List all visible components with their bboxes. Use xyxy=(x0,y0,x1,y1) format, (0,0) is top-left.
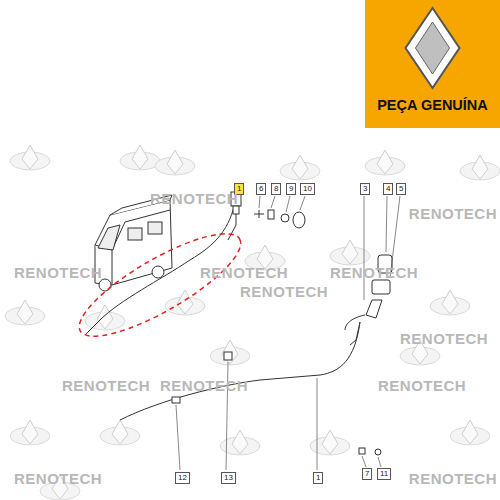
small-parts xyxy=(254,210,305,228)
banner-text: PEÇA GENUÍNA xyxy=(365,97,500,113)
callout-number: 6 xyxy=(256,183,266,195)
watermark-logos xyxy=(5,145,500,500)
watermark: RENOTECH xyxy=(330,264,418,281)
watermark: RENOTECH xyxy=(150,190,238,207)
callout-number: 8 xyxy=(271,183,281,195)
callout-number: 12 xyxy=(175,472,190,484)
watermark: RENOTECH xyxy=(378,377,466,394)
watermark: RENOTECH xyxy=(200,264,288,281)
callout-number: 4 xyxy=(383,183,393,195)
highlight-ring xyxy=(67,216,252,353)
callout-number: 7 xyxy=(362,468,372,480)
callout-number: 5 xyxy=(396,183,406,195)
callout-number: 11 xyxy=(377,468,391,480)
brand-banner: PEÇA GENUÍNA xyxy=(365,0,500,128)
callout-number: 9 xyxy=(286,183,296,195)
leader-lines xyxy=(176,196,400,470)
watermark: RENOTECH xyxy=(160,377,248,394)
callout-number: 13 xyxy=(221,472,236,484)
van-drawing xyxy=(95,195,172,291)
watermark: RENOTECH xyxy=(240,283,328,300)
bottom-clips xyxy=(172,352,381,455)
watermark: RENOTECH xyxy=(409,205,497,222)
watermark: RENOTECH xyxy=(400,330,488,347)
watermark: RENOTECH xyxy=(409,470,497,487)
watermark: RENOTECH xyxy=(14,264,102,281)
callout-number: 1 xyxy=(313,472,323,484)
callout-number: 10 xyxy=(300,183,315,195)
watermark: RENOTECH xyxy=(14,470,102,487)
watermark: RENOTECH xyxy=(62,377,150,394)
callout-number: 3 xyxy=(360,183,370,195)
